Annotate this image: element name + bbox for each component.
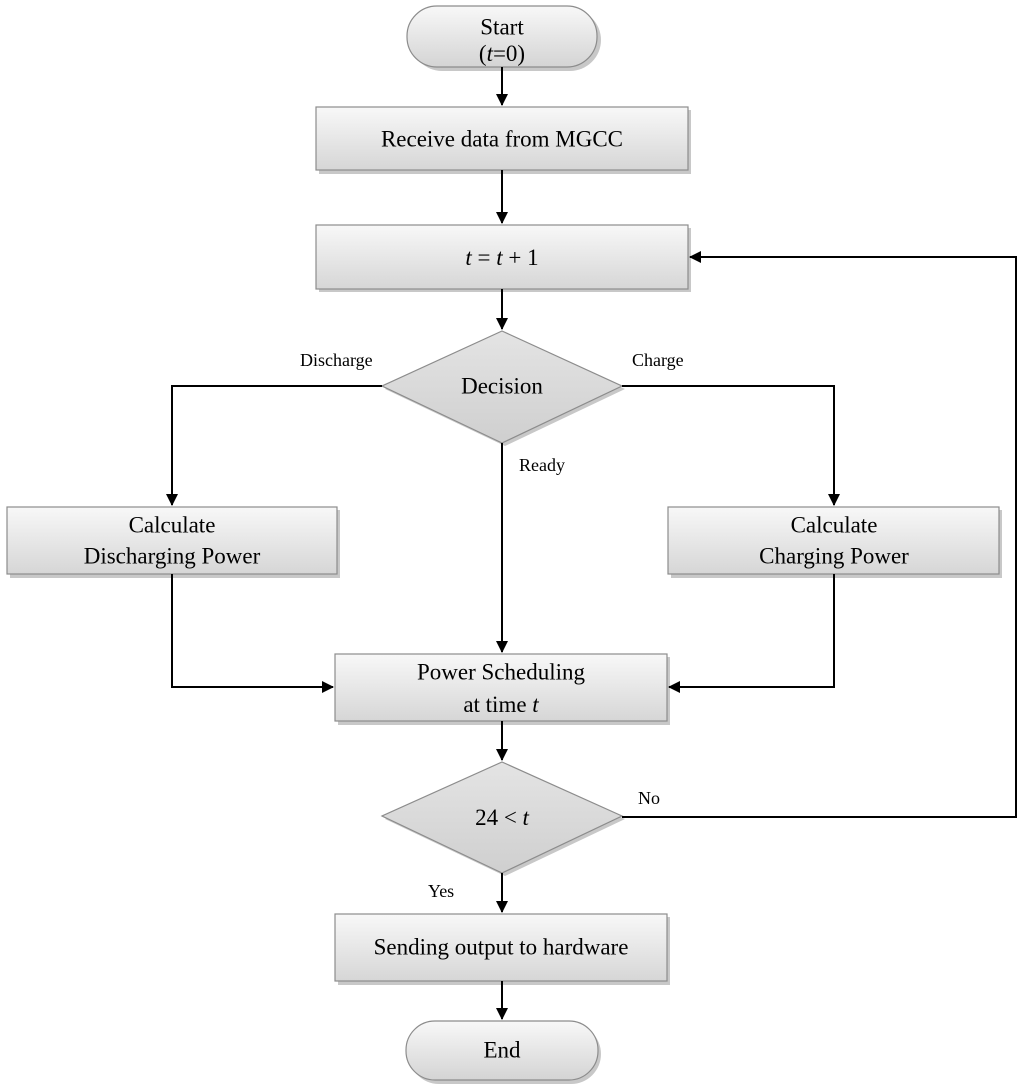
arrow-discharging-to-scheduling — [171, 574, 334, 693]
calculate-charging-process: Calculate Charging Power — [667, 506, 1000, 575]
power-scheduling-line1: Power Scheduling — [417, 660, 586, 685]
send-output-label: Sending output to hardware — [374, 935, 629, 960]
end-terminal: End — [405, 1020, 599, 1081]
ready-label: Ready — [519, 455, 565, 475]
start-time-label: (t=0) — [479, 41, 525, 66]
no-label: No — [638, 788, 660, 808]
start-terminal: Start (t=0) — [406, 5, 598, 68]
calculate-discharging-line2: Discharging Power — [84, 544, 261, 569]
discharge-label: Discharge — [300, 350, 373, 370]
connectors — [166, 67, 1017, 1020]
arrow-charging-to-scheduling — [668, 574, 835, 693]
decision-label: Decision — [461, 374, 543, 399]
arrow-decision-to-charging — [622, 385, 840, 506]
time-check-label: 24 < t — [475, 805, 529, 830]
calculate-discharging-line1: Calculate — [129, 513, 216, 538]
start-label: Start — [480, 15, 524, 40]
power-scheduling-process: Power Scheduling at time t — [334, 653, 668, 722]
arrow-check-loop-back — [622, 251, 1017, 818]
yes-label: Yes — [428, 881, 454, 901]
time-increment-process: t = t + 1 — [315, 224, 689, 290]
calculate-charging-line2: Charging Power — [759, 544, 909, 569]
charge-label: Charge — [632, 350, 684, 370]
receive-data-label: Receive data from MGCC — [381, 127, 623, 152]
send-output-process: Sending output to hardware — [334, 913, 668, 982]
edge-labels: Discharge Charge Ready No Yes — [300, 350, 684, 901]
end-label: End — [483, 1038, 521, 1063]
calculate-discharging-process: Calculate Discharging Power — [6, 506, 338, 575]
receive-data-process: Receive data from MGCC — [315, 106, 689, 171]
time-increment-label: t = t + 1 — [465, 245, 538, 270]
calculate-charging-line1: Calculate — [791, 513, 878, 538]
power-scheduling-line2: at time t — [463, 692, 539, 717]
time-check-diamond: 24 < t — [380, 761, 624, 874]
decision-diamond: Decision — [380, 330, 624, 444]
arrow-decision-to-discharging — [166, 385, 382, 506]
